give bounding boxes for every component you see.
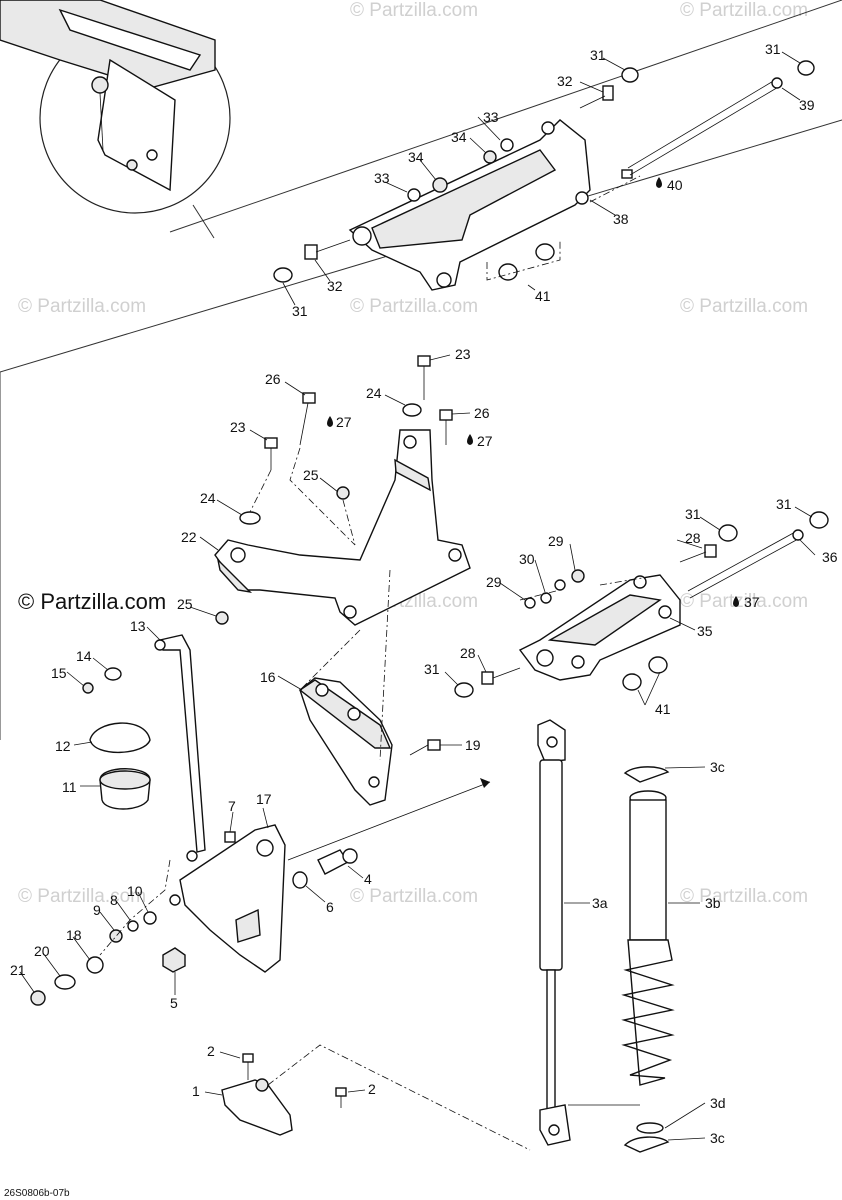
foot-plate bbox=[298, 677, 441, 806]
callout-label: 18 bbox=[66, 927, 82, 943]
callout-label: 31 bbox=[765, 41, 781, 57]
protective-boot bbox=[621, 766, 675, 1153]
callout-label: 25 bbox=[303, 467, 319, 483]
callout-label: 41 bbox=[535, 288, 551, 304]
watermark: © Partzilla.com bbox=[18, 886, 146, 907]
callout-label: 30 bbox=[519, 551, 535, 567]
callout-label: 3c bbox=[710, 1130, 725, 1146]
callout-label: 35 bbox=[697, 623, 713, 639]
callout-label: 40 bbox=[667, 177, 683, 193]
bracket-assembly bbox=[214, 355, 471, 626]
callout-label: 23 bbox=[230, 419, 246, 435]
watermark: © Partzilla.com bbox=[350, 886, 478, 907]
assembly-lines bbox=[99, 175, 661, 956]
lubricant-drop-icon bbox=[467, 434, 473, 445]
drawing-code: 26S0806b-07b bbox=[4, 1188, 70, 1199]
callout-label: 9 bbox=[93, 902, 101, 918]
callout-label: 14 bbox=[76, 648, 92, 664]
callout-label: 37 bbox=[744, 594, 760, 610]
callout-label: 36 bbox=[822, 549, 838, 565]
watermark: © Partzilla.com bbox=[680, 0, 808, 21]
callout-label: 39 bbox=[799, 97, 815, 113]
callout-label: 3d bbox=[710, 1095, 726, 1111]
callout-label: 2 bbox=[207, 1043, 215, 1059]
callout-label: 13 bbox=[130, 618, 146, 634]
callout-label: 17 bbox=[256, 791, 272, 807]
callout-label: 2 bbox=[368, 1081, 376, 1097]
mounting-base bbox=[221, 1044, 640, 1151]
watermark: © Partzilla.com bbox=[350, 296, 478, 317]
callout-label: 16 bbox=[260, 669, 276, 685]
callout-label: 28 bbox=[460, 645, 476, 661]
callout-label: 32 bbox=[327, 278, 343, 294]
leader-lines bbox=[19, 51, 816, 1141]
callout-label: 29 bbox=[548, 533, 564, 549]
callout-label: 24 bbox=[366, 385, 382, 401]
watermark: © Partzilla.com bbox=[18, 296, 146, 317]
callout-label: 21 bbox=[10, 962, 26, 978]
callout-label: 33 bbox=[483, 109, 499, 125]
lubricant-drop-icon bbox=[656, 177, 662, 188]
callout-label: 8 bbox=[110, 892, 118, 908]
callout-label: 24 bbox=[200, 490, 216, 506]
gas-spring bbox=[537, 719, 571, 1146]
callout-label: 31 bbox=[292, 303, 308, 319]
callout-label: 38 bbox=[613, 211, 629, 227]
callout-label: 12 bbox=[55, 738, 71, 754]
callout-label: 3c bbox=[710, 759, 725, 775]
callout-label: 27 bbox=[336, 414, 352, 430]
callout-label: 4 bbox=[364, 871, 372, 887]
callout-label: 31 bbox=[424, 661, 440, 677]
callout-label: 15 bbox=[51, 665, 67, 681]
callout-label: 1 bbox=[192, 1083, 200, 1099]
lubricant-drop-icon bbox=[733, 596, 739, 607]
callout-label: 26 bbox=[474, 405, 490, 421]
callout-label: 25 bbox=[177, 596, 193, 612]
callout-label: 19 bbox=[465, 737, 481, 753]
callout-label: 32 bbox=[557, 73, 573, 89]
lubricant-drop-icon bbox=[327, 416, 333, 427]
callout-label: 23 bbox=[455, 346, 471, 362]
callout-label: 41 bbox=[655, 701, 671, 717]
callout-label: 34 bbox=[408, 149, 424, 165]
lower-swing-arm bbox=[454, 511, 829, 698]
callout-label: 3b bbox=[705, 895, 721, 911]
callout-label: 29 bbox=[486, 574, 502, 590]
watermark: © Partzilla.com bbox=[680, 591, 808, 612]
callout-label: 20 bbox=[34, 943, 50, 959]
callout-label: 31 bbox=[685, 506, 701, 522]
upper-swing-arm bbox=[273, 60, 815, 291]
watermark: © Partzilla.com bbox=[680, 886, 808, 907]
callout-label: 31 bbox=[776, 496, 792, 512]
callout-label: 6 bbox=[326, 899, 334, 915]
watermark: © Partzilla.com bbox=[680, 296, 808, 317]
callout-label: 34 bbox=[451, 129, 467, 145]
watermark: © Partzilla.com bbox=[350, 0, 478, 21]
callout-label: 22 bbox=[181, 529, 197, 545]
callout-label: 33 bbox=[374, 170, 390, 186]
callout-label: 27 bbox=[477, 433, 493, 449]
watermark-group: © Partzilla.com © Partzilla.com © Partzi… bbox=[18, 0, 808, 907]
callout-label: 26 bbox=[265, 371, 281, 387]
callout-label: 28 bbox=[685, 530, 701, 546]
callout-label: 3a bbox=[592, 895, 608, 911]
pivot-bracket bbox=[30, 778, 491, 1006]
inset-detail-view bbox=[0, 0, 231, 214]
brand-watermark: © Partzilla.com bbox=[18, 589, 166, 614]
link-rod bbox=[82, 634, 206, 853]
callout-label: 31 bbox=[590, 47, 606, 63]
callout-label: 10 bbox=[127, 883, 143, 899]
callout-label: 5 bbox=[170, 995, 178, 1011]
callout-label: 11 bbox=[62, 779, 77, 795]
callout-label: 7 bbox=[228, 798, 236, 814]
callout-labels: 31 31 39 32 33 34 34 33 40 38 41 32 31 2… bbox=[4, 41, 838, 1199]
